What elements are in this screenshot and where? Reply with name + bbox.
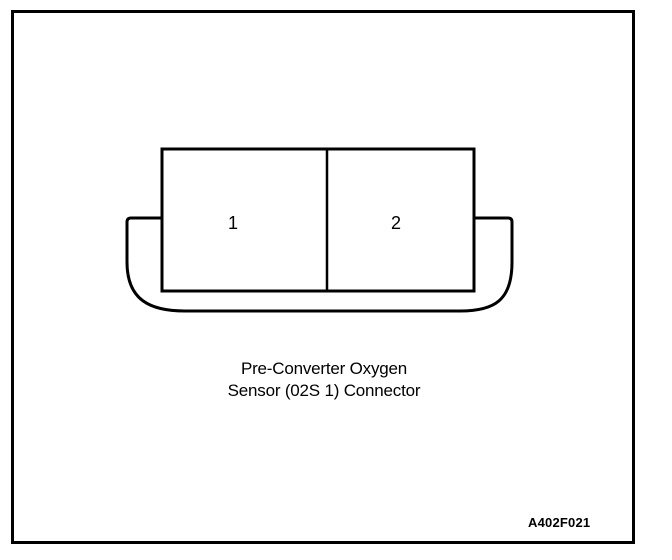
connector-shroud-outline [125,216,514,313]
caption-line-1: Pre-Converter Oxygen [240,359,408,378]
pin-1-label: 1 [228,213,238,233]
figure-code: A402F021 [528,515,591,530]
connector-body [160,147,476,293]
pin-2-label: 2 [391,213,401,233]
caption-line-2: Sensor (02S 1) Connector [227,381,421,400]
diagram-frame [11,10,635,544]
